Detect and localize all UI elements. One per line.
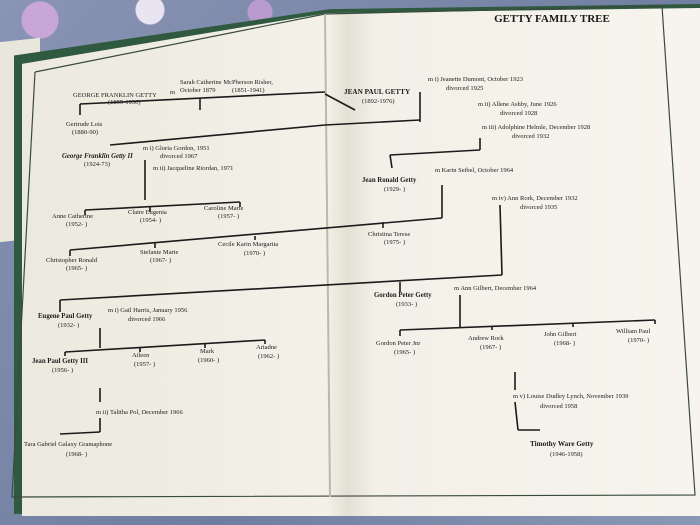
person-dates: (1970- ) — [628, 337, 649, 344]
person-name: Gordon Peter Getty — [374, 292, 432, 299]
person-name: John Gilbert — [544, 331, 577, 338]
page-title: GETTY FAMILY TREE — [494, 13, 610, 25]
person-dates: (1929- ) — [384, 186, 405, 193]
person-name: George Franklin Getty II — [62, 153, 133, 160]
person-name: Sarah Catherine McPherson Risher, — [180, 79, 273, 86]
person-dates: (1970- ) — [244, 250, 265, 257]
person-dates: (1933- ) — [396, 301, 417, 308]
person-dates: (1968- ) — [554, 340, 575, 347]
person-name: Claire Eugenia — [128, 209, 167, 216]
person-name: William Paul — [616, 328, 650, 335]
person-dates: (1952- ) — [66, 221, 87, 228]
person-name: Aileen — [132, 352, 150, 359]
marriage-date: October 1879 — [180, 87, 216, 94]
person-name: Stefanie Marie — [140, 249, 179, 256]
marriage-text: m Karin Seibel, October 1964 — [435, 167, 514, 174]
person-dates: (1851-1941) — [232, 87, 265, 94]
person-name: Christopher Ronald — [46, 257, 98, 264]
person-name: Mark — [200, 348, 215, 355]
person-dates: (1946-1958) — [550, 451, 583, 458]
marriage-text: m Ann Gilbert, December 1964 — [454, 285, 537, 292]
person-dates: (1967- ) — [480, 344, 501, 351]
marriage-text: m ii) Talitha Pol, December 1966 — [96, 409, 184, 416]
marriage-text: m ii) Allene Ashby, June 1926 — [478, 101, 557, 108]
marriage-text: m i) Jeanette Dumont, October 1923 — [428, 76, 523, 83]
marriage-text: divorced 1932 — [512, 133, 549, 140]
person-name: Cecile Karin Margarita — [218, 241, 278, 248]
person-name: Gertrude Lois — [66, 121, 103, 128]
person-name: Christina Terese — [368, 231, 410, 238]
person-dates: (1975- ) — [384, 239, 405, 246]
person-name: Timothy Ware Getty — [530, 440, 594, 448]
person-dates: (1967- ) — [150, 257, 171, 264]
marriage-text: divorced 1966 — [128, 316, 166, 323]
person-name: Anne Catherine — [52, 213, 93, 220]
person-dates: (1965- ) — [394, 349, 415, 356]
person-name: Caroline Marie — [204, 205, 244, 212]
person-dates: (1956- ) — [52, 367, 73, 374]
person-name: Jean Paul Getty III — [32, 358, 88, 365]
person-dates: (1880-90) — [72, 129, 98, 136]
marriage-text: divorced 1958 — [540, 403, 577, 410]
marriage-text: m ii) Jacqueline Riordan, 1971 — [153, 165, 233, 172]
marriage-text: divorced 1928 — [500, 110, 537, 117]
person-name: Gordon Peter Jnr — [376, 340, 421, 347]
person-name: Andrew Rork — [468, 335, 504, 342]
marriage-text: divorced 1967 — [160, 153, 198, 160]
person-name: GEORGE FRANKLIN GETTY — [73, 92, 157, 99]
person-name: Tara Gabriel Galaxy Gramaphone — [24, 441, 112, 448]
marriage-text: m i) Gail Harris, January 1956 — [108, 307, 188, 314]
marriage-text: m iii) Adolphine Helmle, December 1928 — [482, 124, 590, 131]
person-dates: (1932- ) — [58, 322, 79, 329]
person-dates: (1924-73) — [84, 161, 110, 168]
person-dates: (1954- ) — [140, 217, 161, 224]
person-dates: (1960- ) — [198, 357, 219, 364]
tree-lines — [59, 91, 656, 435]
marriage-text: divorced 1925 — [446, 85, 483, 92]
person-name: JEAN PAUL GETTY — [344, 88, 411, 96]
person-dates: (1957- ) — [218, 213, 239, 220]
page-border — [11, 5, 696, 498]
marriage-text: m v) Louise Dudley Lynch, November 1939 — [513, 393, 628, 400]
marriage-marker: m — [170, 89, 175, 96]
person-dates: (1968- ) — [66, 451, 87, 458]
person-dates: (1855-1930) — [108, 99, 141, 106]
marriage-text: divorced 1935 — [520, 204, 557, 211]
marriage-text: m iv) Ann Rork, December 1932 — [492, 195, 578, 202]
person-name: Jean Ronald Getty — [362, 177, 417, 184]
person-dates: (1957- ) — [134, 361, 155, 368]
person-name: Eugene Paul Getty — [38, 313, 93, 320]
person-dates: (1965- ) — [66, 265, 87, 272]
person-name: Ariadne — [256, 344, 277, 351]
book-page — [22, 8, 700, 516]
page-fold — [324, 13, 331, 498]
person-dates: (1962- ) — [258, 353, 279, 360]
person-dates: (1892-1976) — [362, 98, 395, 105]
marriage-text: m i) Gloria Gordon, 1951 — [143, 145, 210, 152]
